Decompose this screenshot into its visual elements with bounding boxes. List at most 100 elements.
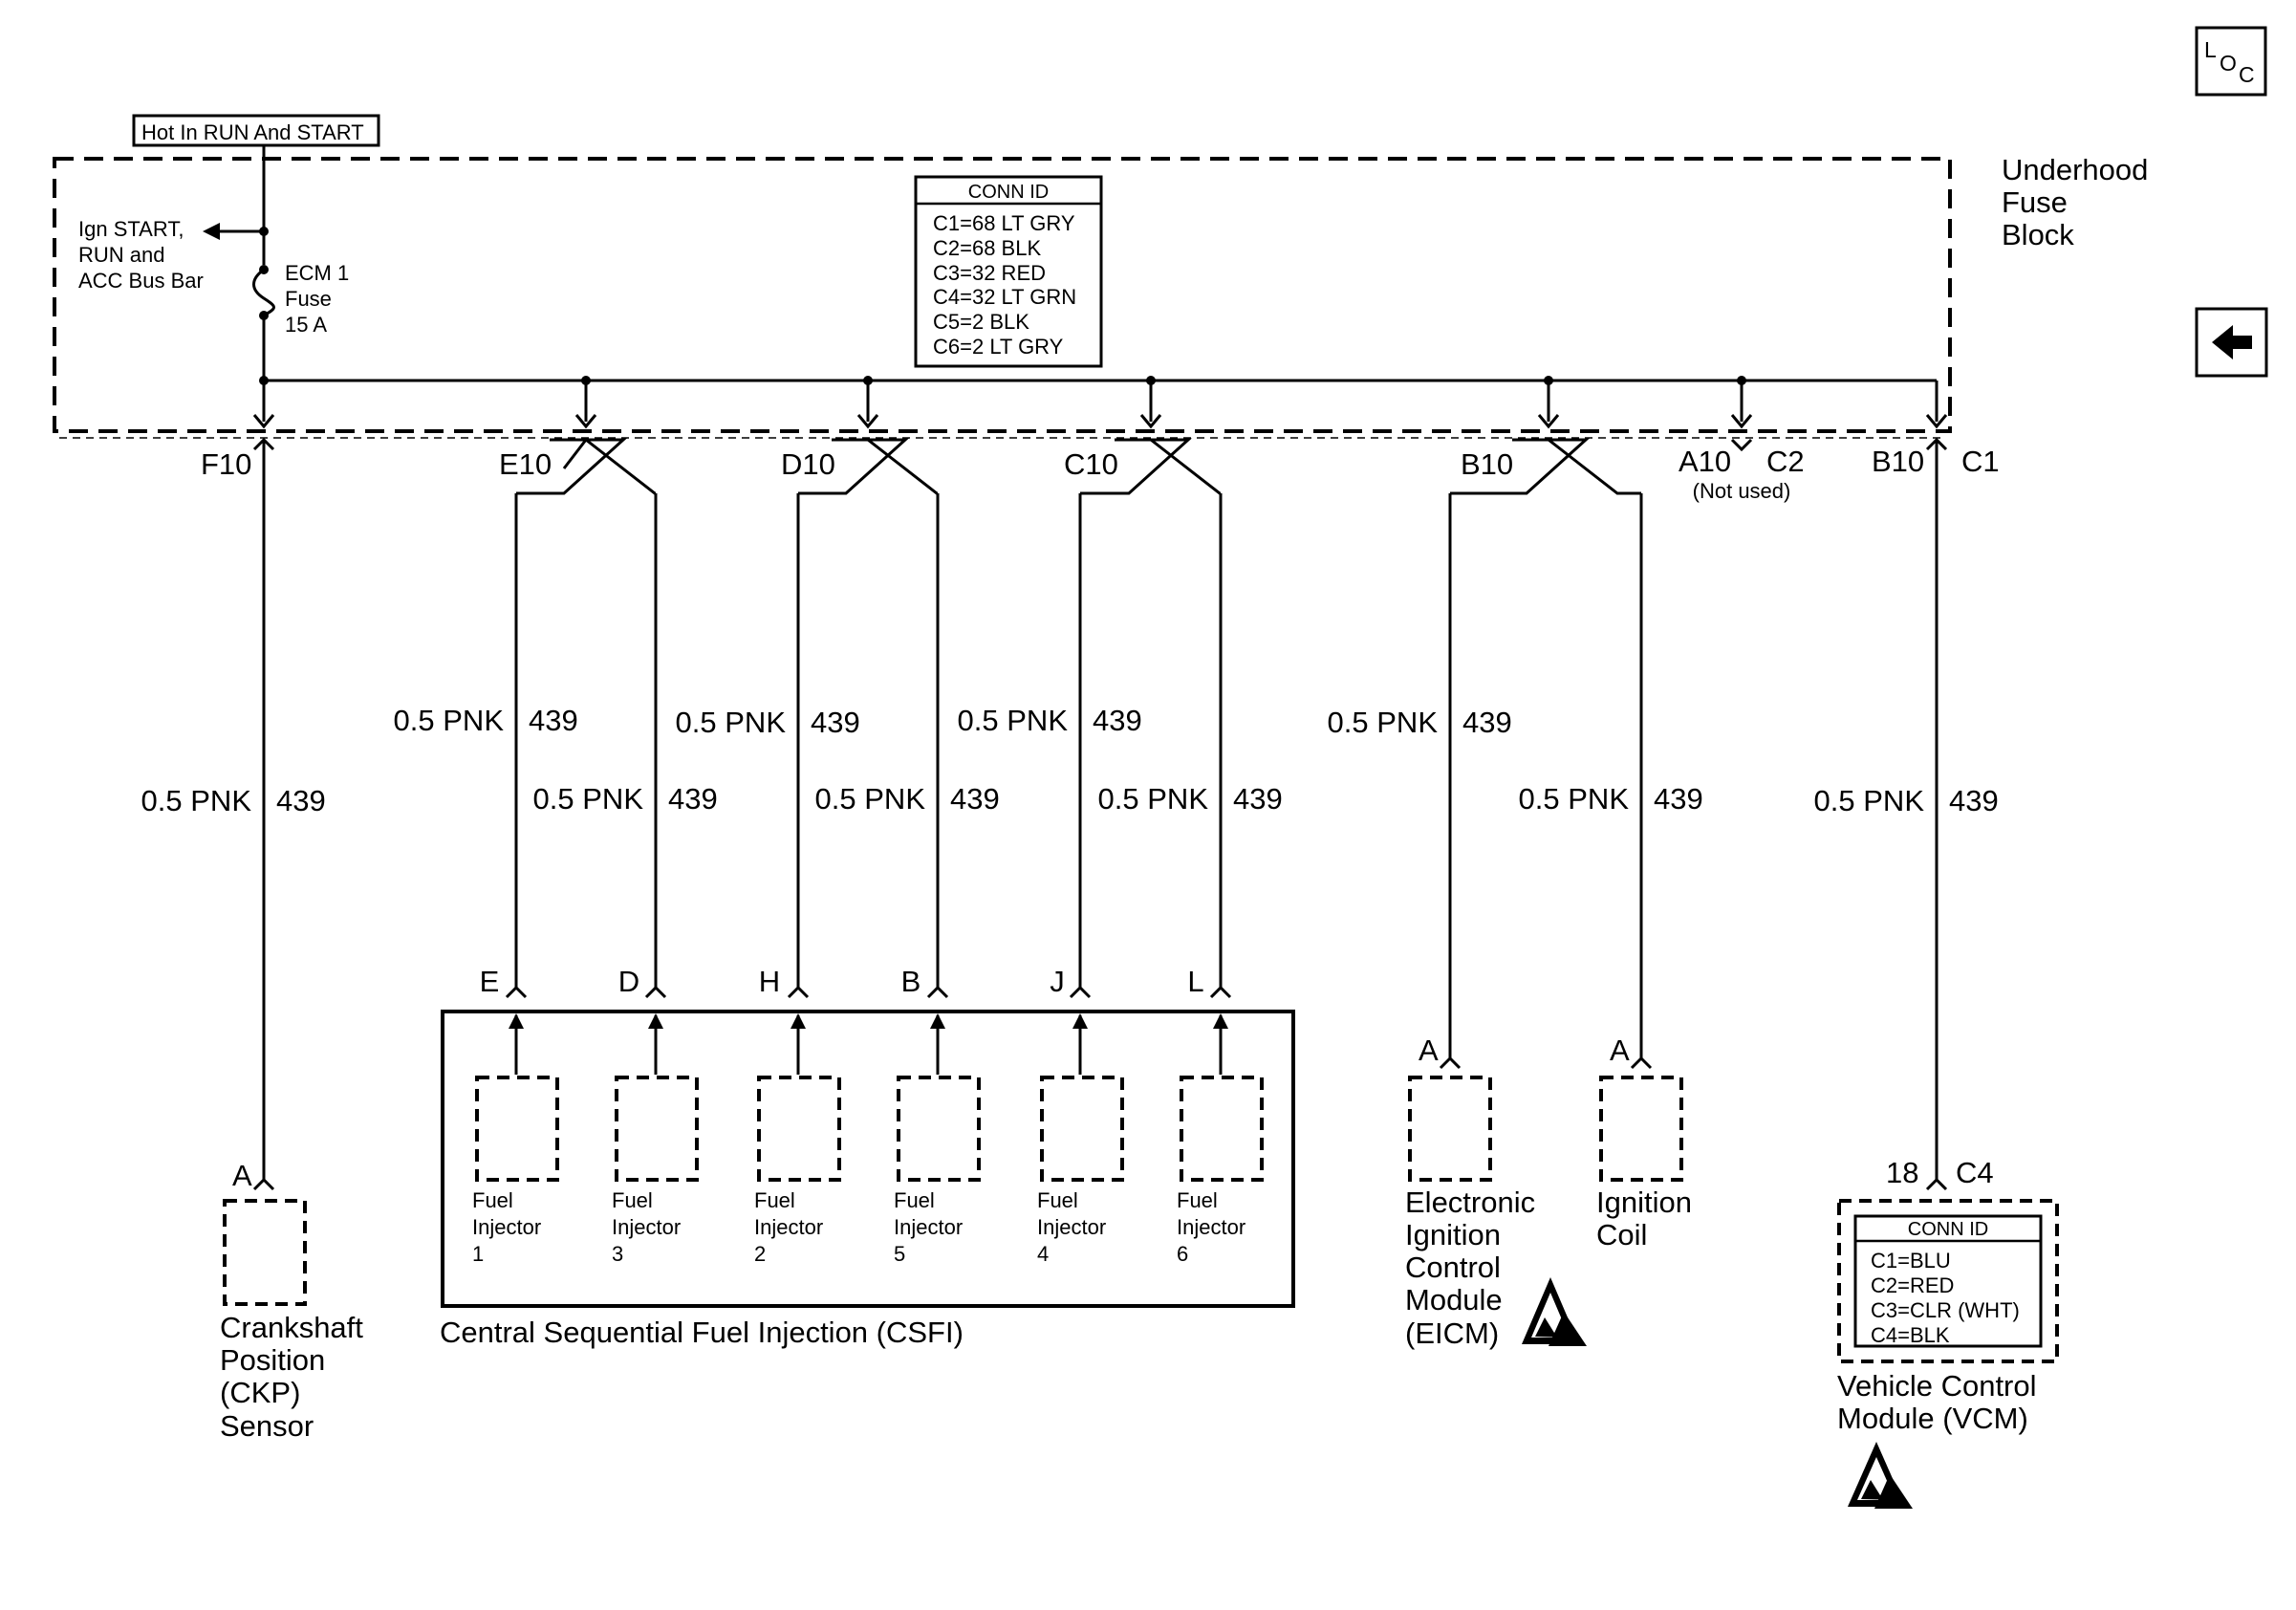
splice-b10 bbox=[1448, 438, 1643, 1060]
svg-text:Ign START,: Ign START, bbox=[78, 217, 184, 241]
vcm-conn-id-box bbox=[1853, 1214, 2043, 1348]
ckp-sensor-label: Crankshaft Position (CKP) Sensor bbox=[220, 1311, 363, 1443]
fuel-injector-3 bbox=[615, 1076, 699, 1182]
svg-text:6: 6 bbox=[1177, 1242, 1188, 1266]
svg-text:0.5 PNK: 0.5 PNK bbox=[1814, 784, 1925, 817]
hot-label-box bbox=[132, 114, 380, 147]
svg-text:C4=32 LT GRN: C4=32 LT GRN bbox=[933, 285, 1076, 309]
svg-text:0.5 PNK: 0.5 PNK bbox=[815, 782, 926, 816]
svg-text:Ignition: Ignition bbox=[1405, 1218, 1501, 1251]
csfi-pin-terminals bbox=[505, 985, 1232, 1075]
wire-labels: 0.5 PNK 439 0.5 PNK 439 0.5 PNK 439 0.5 … bbox=[141, 704, 1999, 817]
svg-text:C2=68 BLK: C2=68 BLK bbox=[933, 236, 1041, 260]
fuse-block-label: Underhood Fuse Block bbox=[2002, 153, 2148, 251]
terminal-e10: E10 bbox=[499, 447, 552, 481]
terminal-c10: C10 bbox=[1064, 447, 1118, 481]
svg-text:L: L bbox=[1187, 965, 1203, 998]
connector-c1: C1 bbox=[1961, 445, 2000, 478]
svg-text:1: 1 bbox=[472, 1242, 484, 1266]
eicm-pin-terminal bbox=[1439, 1055, 1462, 1070]
eicm-label: Electronic Ignition Control Module (EICM… bbox=[1405, 1186, 1535, 1350]
svg-text:439: 439 bbox=[1949, 784, 1999, 817]
svg-text:(CKP): (CKP) bbox=[220, 1376, 300, 1409]
svg-text:Injector: Injector bbox=[612, 1215, 681, 1239]
svg-text:0.5 PNK: 0.5 PNK bbox=[958, 704, 1069, 737]
coil-pin: A bbox=[1610, 1033, 1630, 1067]
loc-button[interactable]: L O C bbox=[2195, 26, 2267, 97]
svg-text:Electronic: Electronic bbox=[1405, 1186, 1535, 1219]
connector-c2: C2 bbox=[1766, 445, 1805, 478]
fuel-injector-5 bbox=[897, 1076, 981, 1182]
svg-text:Fuel: Fuel bbox=[894, 1188, 935, 1212]
eicm-esd-warning-icon bbox=[1522, 1277, 1587, 1346]
svg-text:0.5 PNK: 0.5 PNK bbox=[394, 704, 505, 737]
splice-d10 bbox=[796, 438, 940, 990]
svg-text:0.5 PNK: 0.5 PNK bbox=[1328, 706, 1439, 739]
svg-text:439: 439 bbox=[1093, 704, 1142, 737]
fuse-block-outline bbox=[53, 157, 1952, 433]
ckp-sensor-box bbox=[223, 1199, 307, 1306]
svg-text:ACC Bus Bar: ACC Bus Bar bbox=[78, 269, 204, 293]
svg-text:Fuel: Fuel bbox=[612, 1188, 653, 1212]
vcm-conn-id-title: CONN ID bbox=[1908, 1219, 1988, 1240]
svg-text:Fuel: Fuel bbox=[1037, 1188, 1078, 1212]
svg-text:D: D bbox=[618, 965, 639, 998]
conn-id-box bbox=[914, 175, 1103, 368]
svg-text:0.5 PNK: 0.5 PNK bbox=[676, 706, 787, 739]
terminal-a10: A10 bbox=[1679, 445, 1731, 478]
vcm-module-box bbox=[1837, 1199, 2059, 1363]
svg-text:0.5 PNK: 0.5 PNK bbox=[1098, 782, 1209, 816]
vcm-pin-terminal bbox=[1925, 1177, 1948, 1191]
svg-text:C: C bbox=[2239, 62, 2255, 87]
terminal-f10: F10 bbox=[201, 447, 251, 481]
vcm-conn-id-rows: C1=BLU C2=RED C3=CLR (WHT) C4=BLK bbox=[1871, 1249, 2020, 1347]
svg-text:H: H bbox=[759, 965, 780, 998]
svg-text:E: E bbox=[480, 965, 500, 998]
svg-text:C1=68 LT GRY: C1=68 LT GRY bbox=[933, 211, 1075, 235]
back-button[interactable] bbox=[2195, 307, 2268, 378]
svg-text:Fuel: Fuel bbox=[1177, 1188, 1218, 1212]
svg-text:Ignition: Ignition bbox=[1596, 1186, 1692, 1219]
svg-text:Coil: Coil bbox=[1596, 1218, 1647, 1251]
svg-text:C3=CLR (WHT): C3=CLR (WHT) bbox=[1871, 1298, 2020, 1322]
not-used-label: (Not used) bbox=[1693, 479, 1791, 503]
svg-text:439: 439 bbox=[1233, 782, 1283, 816]
vcm-connector: C4 bbox=[1956, 1156, 1994, 1189]
vcm-esd-warning-icon bbox=[1848, 1442, 1913, 1509]
coil-pin-terminal bbox=[1630, 1055, 1653, 1070]
svg-text:Injector: Injector bbox=[1177, 1215, 1245, 1239]
hot-label: Hot In RUN And START bbox=[141, 120, 364, 144]
svg-text:Control: Control bbox=[1405, 1251, 1501, 1284]
svg-text:Fuel: Fuel bbox=[472, 1188, 513, 1212]
svg-text:4: 4 bbox=[1037, 1242, 1049, 1266]
svg-text:C4=BLK: C4=BLK bbox=[1871, 1323, 1950, 1347]
svg-text:RUN and: RUN and bbox=[78, 243, 164, 267]
splice-c10 bbox=[1078, 438, 1223, 990]
svg-text:2: 2 bbox=[754, 1242, 766, 1266]
bus-drops bbox=[262, 376, 1939, 422]
svg-text:Injector: Injector bbox=[1037, 1215, 1106, 1239]
terminal-d10: D10 bbox=[781, 447, 835, 481]
svg-text:C5=2 BLK: C5=2 BLK bbox=[933, 310, 1029, 334]
svg-text:C6=2 LT GRY: C6=2 LT GRY bbox=[933, 335, 1064, 359]
loc-icon: L bbox=[2204, 37, 2217, 62]
fuel-injector-2 bbox=[757, 1076, 841, 1182]
svg-text:C2=RED: C2=RED bbox=[1871, 1273, 1954, 1297]
svg-text:15 A: 15 A bbox=[285, 313, 327, 337]
svg-text:0.5 PNK: 0.5 PNK bbox=[1519, 782, 1630, 816]
back-arrow-icon bbox=[2212, 325, 2252, 359]
eicm-box bbox=[1408, 1076, 1492, 1182]
svg-text:0.5 PNK: 0.5 PNK bbox=[533, 782, 644, 816]
bus-bar-label: Ign START, RUN and ACC Bus Bar bbox=[78, 217, 204, 293]
svg-text:439: 439 bbox=[811, 706, 860, 739]
ignition-coil-box bbox=[1599, 1076, 1683, 1182]
ckp-pin-terminal bbox=[252, 1177, 275, 1191]
bus-bar-arrow-icon bbox=[203, 223, 220, 240]
svg-text:Fuse: Fuse bbox=[285, 287, 332, 311]
ignition-coil-label: Ignition Coil bbox=[1596, 1186, 1692, 1251]
svg-text:Vehicle Control: Vehicle Control bbox=[1837, 1369, 2037, 1403]
svg-text:Fuse: Fuse bbox=[2002, 185, 2068, 219]
csfi-module-box bbox=[441, 1010, 1295, 1308]
svg-text:Injector: Injector bbox=[894, 1215, 963, 1239]
